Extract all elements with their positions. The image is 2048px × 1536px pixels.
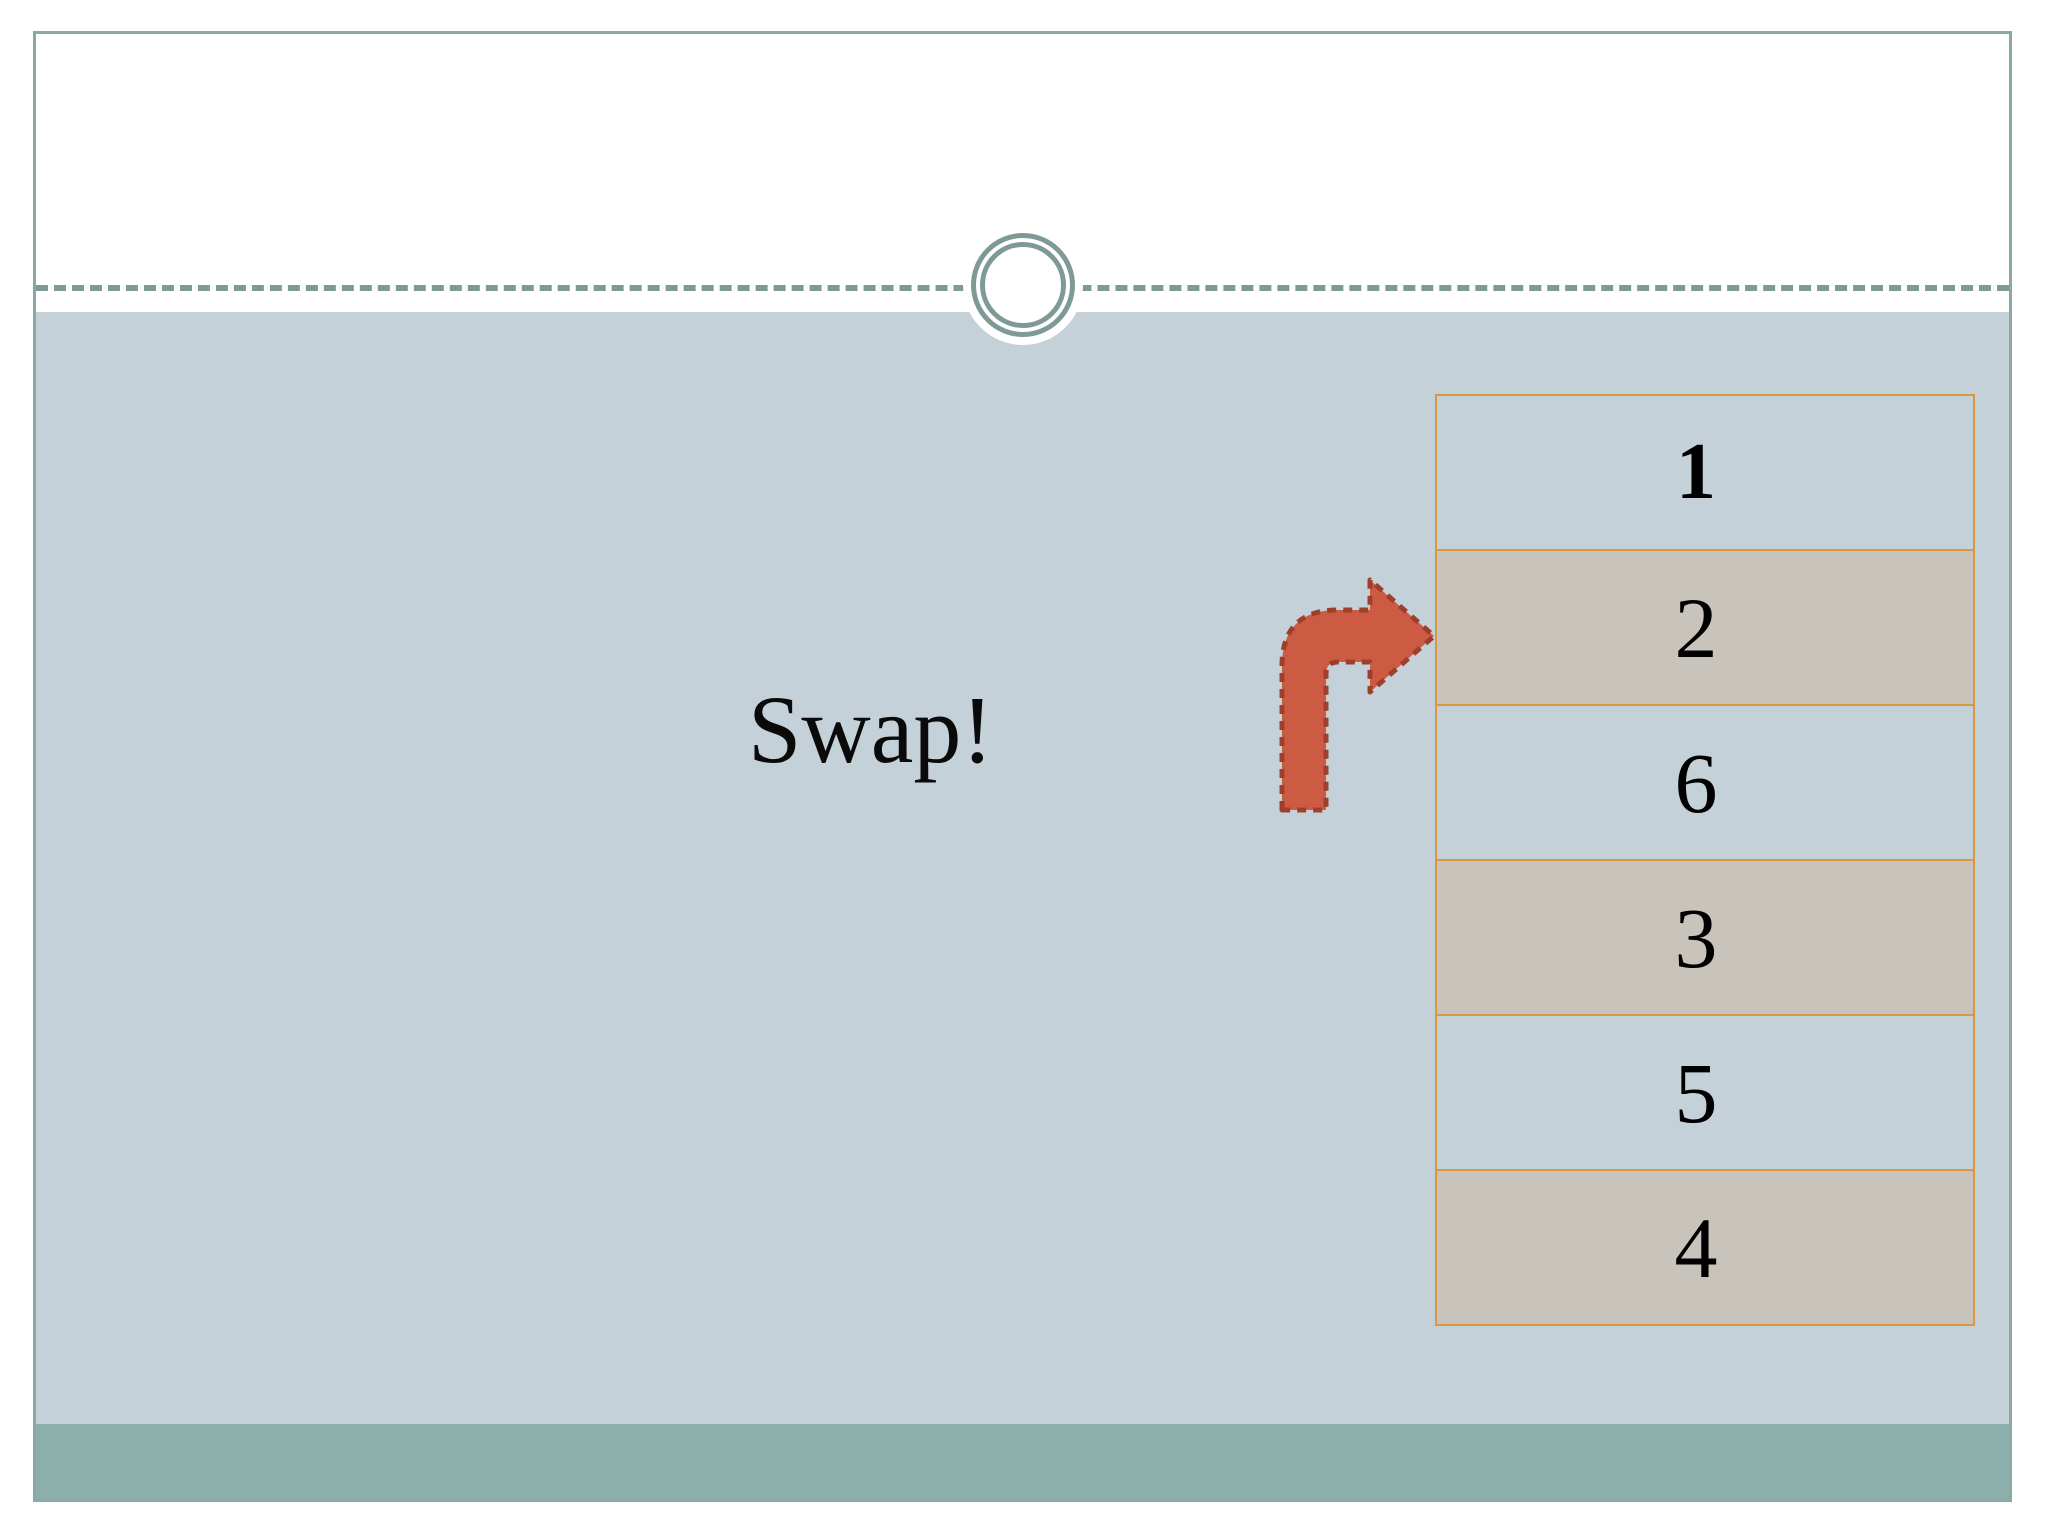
slide-canvas: Swap! 1 2 6 3 5 4	[33, 31, 2012, 1502]
bent-right-arrow-icon	[1274, 574, 1439, 814]
slide-footer-band	[36, 1424, 2009, 1499]
circle-inner-ring	[979, 242, 1066, 328]
array-table-body: 1 2 6 3 5 4	[1435, 394, 1975, 1326]
double-ring-circle-icon	[962, 225, 1083, 345]
table-row: 6	[1435, 704, 1975, 861]
array-cell-3[interactable]: 3	[1435, 859, 1975, 1016]
array-cell-5[interactable]: 4	[1435, 1169, 1975, 1326]
array-cell-2[interactable]: 6	[1435, 704, 1975, 861]
array-cell-0[interactable]: 1	[1435, 394, 1975, 551]
array-cell-1[interactable]: 2	[1435, 549, 1975, 706]
array-cell-4[interactable]: 5	[1435, 1014, 1975, 1171]
swap-label: Swap!	[748, 676, 994, 783]
table-row: 4	[1435, 1169, 1975, 1326]
table-row: 5	[1435, 1014, 1975, 1171]
table-row: 1	[1435, 394, 1975, 551]
table-row: 2	[1435, 549, 1975, 706]
table-row: 3	[1435, 859, 1975, 1016]
array-table: 1 2 6 3 5 4	[1435, 394, 1975, 1326]
circle-outer-ring	[970, 233, 1075, 337]
